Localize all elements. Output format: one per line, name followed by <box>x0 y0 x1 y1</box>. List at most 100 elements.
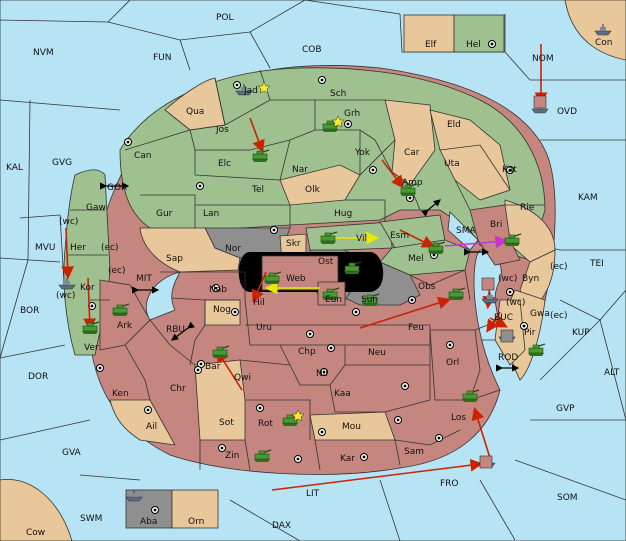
supply-center-marker <box>403 384 407 388</box>
label-Nil: Nil <box>316 369 328 379</box>
map-shape <box>160 271 246 300</box>
map-shape <box>179 39 191 71</box>
label-Grh: Grh <box>344 109 360 119</box>
order-arrow <box>83 277 97 332</box>
label-DOR: DOR <box>28 372 48 382</box>
label-Pir: Pir <box>524 328 536 338</box>
label-Hug: Hug <box>334 209 352 219</box>
label-Sap: Sap <box>166 254 183 264</box>
supply-center-marker <box>410 298 414 302</box>
map-shape <box>409 274 431 286</box>
map-shape <box>345 199 386 222</box>
map-shape <box>394 439 401 466</box>
label-SWM: SWM <box>80 514 102 524</box>
supply-center-marker <box>508 168 512 172</box>
order-arrow <box>249 117 265 153</box>
label-Qua: Qua <box>186 107 204 117</box>
label-Kaa: Kaa <box>334 389 351 399</box>
map-shape <box>245 399 311 440</box>
supply-center-marker <box>490 42 494 46</box>
label-Nar: Nar <box>292 165 308 175</box>
map-shape <box>454 179 471 211</box>
label-Hil: Hil <box>253 298 265 308</box>
label-Qwi: Qwi <box>234 373 251 383</box>
map-shape <box>149 319 196 366</box>
label-GVP: GVP <box>556 404 575 414</box>
label-Eun: Eun <box>325 295 342 305</box>
label-Sam: Sam <box>404 447 424 457</box>
label-LIT: LIT <box>306 489 320 499</box>
land-Olk <box>279 164 361 206</box>
map-shape <box>329 364 346 386</box>
label-Amp: Amp <box>402 178 423 188</box>
label-Ost: Ost <box>318 257 334 267</box>
order-arrow <box>421 199 441 217</box>
label-OVD: OVD <box>557 107 577 117</box>
order-arrow <box>399 229 435 248</box>
supply-center-marker <box>322 370 326 374</box>
map-shape <box>0 99 121 111</box>
order-arrow <box>216 349 243 391</box>
map-shape <box>359 130 396 176</box>
label-Uru: Uru <box>256 323 272 333</box>
label-Rot: Rot <box>258 419 273 429</box>
label-Nor: Nor <box>225 244 241 254</box>
supply-center-marker <box>408 196 412 200</box>
supply-center-marker <box>296 457 300 461</box>
supply-center-marker <box>258 406 262 410</box>
supply-center-marker <box>432 253 436 257</box>
coast-ec-kor: (ec) <box>108 266 126 276</box>
label-Kor: Kor <box>80 283 95 293</box>
label-Vil: Vil <box>356 234 367 244</box>
label-NOM: NOM <box>532 54 554 64</box>
label-FRO: FRO <box>440 479 459 489</box>
supply-center-marker <box>233 310 237 314</box>
sea-labels: POL NVM FUN COB NOM OVD Con KAL GVG GOR … <box>6 13 620 538</box>
map-shape <box>314 439 321 471</box>
land-Ail <box>109 399 176 446</box>
label-Can: Can <box>134 151 152 161</box>
map-shape <box>504 51 531 81</box>
supply-center-marker <box>371 168 375 172</box>
label-Sot: Sot <box>219 418 234 428</box>
label-Ken: Ken <box>112 389 129 399</box>
map-shape <box>514 459 626 501</box>
map-shape <box>0 257 61 263</box>
label-Mel: Mel <box>408 254 424 264</box>
label-Orl: Orl <box>446 358 459 368</box>
label-MVU: MVU <box>35 243 56 253</box>
label-Tel: Tel <box>251 185 264 195</box>
supply-center-marker <box>235 83 239 87</box>
map-shape <box>331 115 345 128</box>
land-Sot <box>194 359 246 441</box>
label-Elc: Elc <box>218 159 231 169</box>
order-arrow <box>444 235 509 249</box>
land-labels: Elf Hel Jad Sch Qua Grh Jos Eld Can Yok … <box>70 40 550 527</box>
label-Orn: Orn <box>188 517 204 527</box>
supply-center-marker <box>146 408 150 412</box>
map-shape <box>189 129 316 151</box>
map-shape <box>291 409 305 422</box>
label-Gwa: Gwa <box>530 309 550 319</box>
label-SMA: SMA <box>456 226 476 236</box>
map-shape <box>245 324 431 400</box>
label-Sch: Sch <box>330 89 346 99</box>
label-Feu: Feu <box>408 323 424 333</box>
label-KAM: KAM <box>578 193 598 203</box>
unit-box <box>481 277 495 291</box>
map-shape <box>107 0 131 23</box>
label-Ver: Ver <box>84 343 99 353</box>
label-Elf: Elf <box>425 40 437 50</box>
label-NVM: NVM <box>33 48 54 58</box>
supply-center-marker <box>196 368 200 372</box>
map-shape <box>479 95 547 469</box>
supply-center-marker <box>98 366 102 370</box>
label-Gaw: Gaw <box>86 203 106 213</box>
label-Ark: Ark <box>117 321 133 331</box>
label-Zin: Zin <box>225 451 239 461</box>
supply-center-marker <box>220 446 224 450</box>
supply-center-marker <box>199 362 203 366</box>
label-Byn: Byn <box>522 274 539 284</box>
coast-wc-gwa: (wc) <box>506 298 525 308</box>
label-Rie: Rie <box>520 203 535 213</box>
